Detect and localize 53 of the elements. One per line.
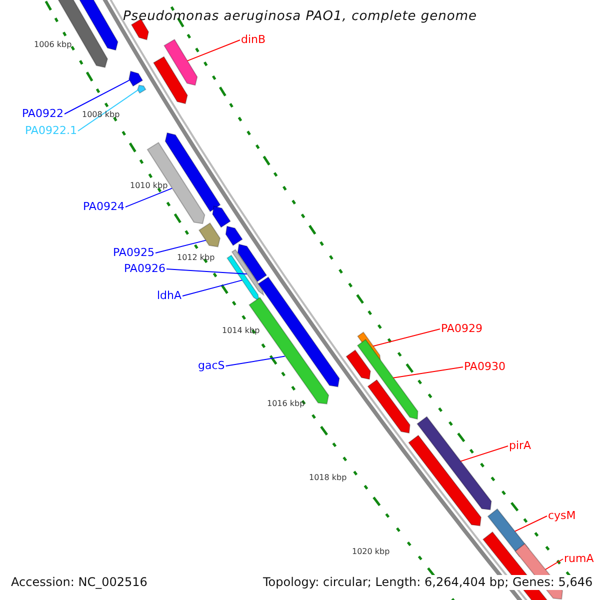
gene-block: [212, 206, 231, 228]
leader-line: [392, 366, 464, 378]
scale-label: 1008 kbp: [82, 111, 120, 120]
scale-label: 1020 kbp: [352, 548, 390, 557]
gene-block: [164, 38, 198, 86]
gene-label: PA0926: [124, 263, 166, 276]
info-text: Topology: circular; Length: 6,264,404 bp; Genes: 5,646: [261, 575, 595, 590]
gene-block: [367, 379, 410, 434]
gene-block: [226, 254, 260, 302]
gene-block: [356, 338, 418, 420]
scale-label: 1016 kbp: [267, 400, 305, 409]
leader-line: [514, 516, 548, 532]
leader-line: [544, 558, 564, 570]
gene-label: PA0922: [22, 108, 64, 120]
gene-label: PA0924: [83, 201, 124, 214]
gene-block: [231, 249, 264, 296]
gene-label: pirA: [509, 440, 532, 452]
gene-block: [237, 244, 268, 282]
gene-block: [152, 56, 188, 104]
gene-label: ldhA: [157, 290, 182, 302]
leader-line: [460, 446, 508, 462]
gene-block: [128, 70, 144, 87]
info-text: Accession: NC_002516: [9, 575, 150, 590]
leader-line: [125, 188, 172, 208]
leader-line: [182, 280, 243, 296]
gene-block: [58, 0, 108, 68]
gene-block: [137, 84, 146, 94]
gene-label: gacS: [198, 360, 225, 372]
gene-block: [346, 349, 371, 380]
scale-label: 1012 kbp: [177, 254, 215, 263]
gene-block: [416, 416, 492, 510]
leader-line: [155, 240, 206, 254]
gene-label: PA0922.1: [25, 125, 77, 138]
gene-label: rumA: [564, 553, 594, 566]
gene-block: [198, 222, 221, 248]
scale-label: 1006 kbp: [34, 41, 72, 50]
gene-label: PA0925: [113, 247, 154, 260]
scale-label: 1014 kbp: [222, 327, 260, 336]
gene-block: [258, 276, 340, 388]
scale-label: 1010 kbp: [130, 182, 168, 191]
leader-line: [64, 80, 130, 114]
gene-block: [408, 434, 482, 526]
gene-block: [225, 226, 243, 246]
gene-label: PA0930: [464, 361, 506, 374]
gene-label: cysM: [548, 510, 576, 522]
leader-line: [186, 40, 240, 62]
diagram-title: Pseudomonas aeruginosa PAO1, complete genome: [122, 10, 478, 24]
gene-label: dinB: [241, 34, 266, 46]
scale-label: 1018 kbp: [309, 474, 347, 483]
leader-line: [225, 356, 286, 366]
gene-label: PA0929: [441, 323, 482, 336]
leader-line: [78, 90, 138, 132]
leader-line: [166, 268, 248, 274]
